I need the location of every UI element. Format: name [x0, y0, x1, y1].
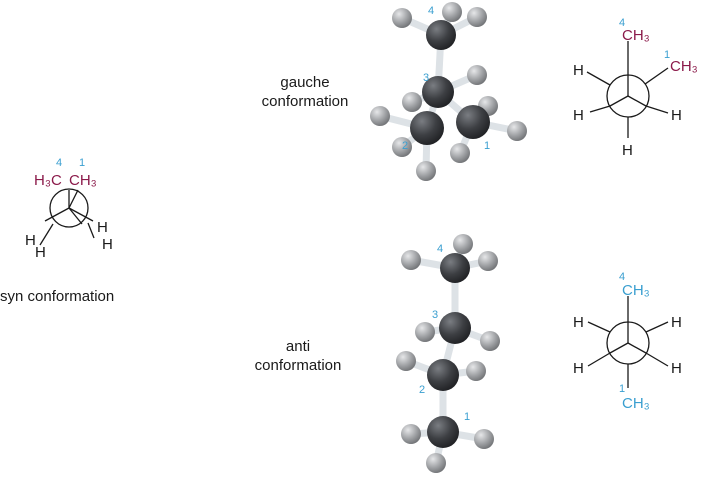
anti-carbon-3	[439, 312, 471, 344]
syn-h-right-upper: H	[97, 219, 108, 236]
syn-back-carbon-circle	[49, 188, 89, 228]
syn-methyl-front: CH₃	[69, 172, 97, 189]
gauche-ball-and-stick-model: 4 3 2 1	[370, 2, 527, 181]
gauche-h-atom	[416, 161, 436, 181]
anti-model-label-4: 4	[437, 243, 443, 255]
gauche-h-atom	[467, 65, 487, 85]
gauche-carbon-3	[422, 76, 454, 108]
anti-model-label-1: 1	[464, 411, 470, 423]
anti-carbon-1	[427, 416, 459, 448]
anti-model-label-3: 3	[432, 309, 438, 321]
syn-h-left-lower: H	[35, 244, 46, 261]
anti-h-atom	[453, 234, 473, 254]
anti-carbon-2	[427, 359, 459, 391]
syn-number-4: 4	[56, 157, 62, 169]
gauche-h-atom	[442, 2, 462, 22]
gauche-carbon-4	[426, 20, 456, 50]
gauche-model-label-4: 4	[428, 5, 434, 17]
syn-caption: syn conformation	[0, 288, 115, 305]
gauche-h-atom	[392, 8, 412, 28]
anti-h-atom	[466, 361, 486, 381]
anti-newman-h-lower-right: H	[671, 360, 682, 377]
anti-newman-h-upper-right: H	[671, 314, 682, 331]
gauche-newman-h-lower-left: H	[573, 107, 584, 124]
syn-h-right-lower: H	[102, 236, 113, 253]
syn-methyl-back: H₃C	[34, 172, 62, 189]
gauche-newman-methyl-top: CH₃	[622, 27, 650, 44]
anti-h-atom	[401, 250, 421, 270]
gauche-newman-projection: 4 CH₃ 1 CH₃ H H H H	[573, 17, 698, 159]
anti-newman-methyl-top: CH₃	[622, 282, 650, 299]
anti-h-atom	[401, 424, 421, 444]
anti-h-atom	[474, 429, 494, 449]
anti-caption-line2: conformation	[254, 357, 342, 374]
anti-newman-h-lower-left: H	[573, 360, 584, 377]
gauche-carbon-1	[456, 105, 490, 139]
gauche-caption-line2: conformation	[261, 93, 349, 110]
anti-h-atom	[396, 351, 416, 371]
gauche-newman-number-1: 1	[664, 49, 670, 61]
anti-newman-number-1: 1	[619, 383, 625, 395]
anti-model-label-2: 2	[419, 384, 425, 396]
gauche-caption-line1: gauche	[280, 74, 330, 91]
syn-number-1: 1	[79, 157, 85, 169]
gauche-h-atom	[392, 137, 412, 157]
anti-newman-projection: 4 CH₃ H H H H 1 CH₃	[573, 271, 682, 412]
anti-newman-h-upper-left: H	[573, 314, 584, 331]
anti-carbon-4	[440, 253, 470, 283]
gauche-model-label-3: 3	[423, 72, 429, 84]
gauche-h-atom	[467, 7, 487, 27]
gauche-h-atom	[370, 106, 390, 126]
syn-h-left-upper: H	[25, 232, 36, 249]
gauche-h-atom	[450, 143, 470, 163]
gauche-newman-number-4: 4	[619, 17, 625, 29]
gauche-newman-h-lower-right: H	[671, 107, 682, 124]
gauche-newman-h-bottom: H	[622, 142, 633, 159]
anti-h-atom	[478, 251, 498, 271]
gauche-h-atom	[507, 121, 527, 141]
anti-newman-number-4: 4	[619, 271, 625, 283]
anti-h-atom	[415, 322, 435, 342]
gauche-model-label-2: 2	[402, 140, 408, 152]
gauche-newman-h-upper-left: H	[573, 62, 584, 79]
gauche-h-atom	[402, 92, 422, 112]
gauche-model-label-1: 1	[484, 140, 490, 152]
anti-h-atom	[480, 331, 500, 351]
anti-caption-line1: anti	[285, 338, 311, 355]
gauche-newman-methyl-right: CH₃	[670, 58, 698, 75]
anti-newman-methyl-bottom: CH₃	[622, 395, 650, 412]
anti-h-atom	[426, 453, 446, 473]
gauche-carbon-2	[410, 111, 444, 145]
anti-ball-and-stick-model: 4 3 2 1	[396, 234, 500, 473]
syn-newman-projection: 4 1 H₃C CH₃ H H H H	[25, 157, 113, 261]
